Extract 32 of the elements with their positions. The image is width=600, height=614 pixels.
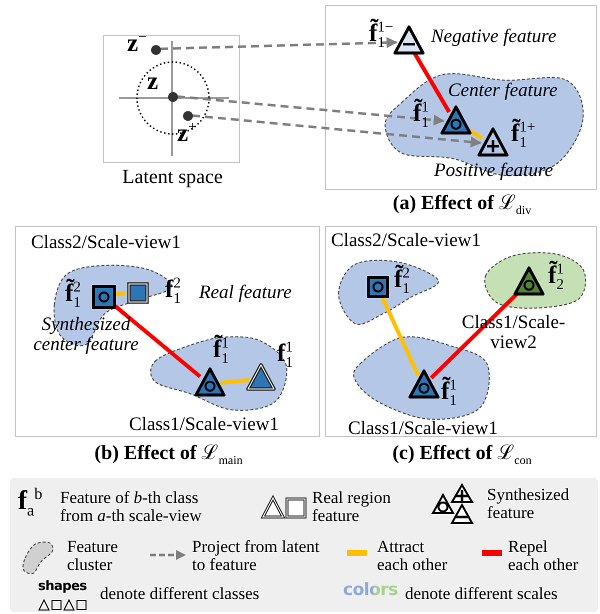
legend-text: Synthesized feature [487,486,570,522]
feature-label: Real feature [199,283,292,303]
cluster-label: Class2/Scale-view1 [31,233,181,253]
connector-line [380,296,420,376]
panel-caption: (c) Effect of ℒ$_{con}$ [391,443,533,464]
legend-text: Attract each other [377,538,448,574]
connector-line [114,304,202,378]
projection-arrow [176,95,445,126]
feature-label: Positive feature [434,161,554,181]
panel-caption: (a) Effect of ℒ$_{div}$ [392,193,532,214]
legend-text: Feature of b-th class from a-th scale-view [60,489,203,525]
projection-arrow [192,114,482,148]
panel-caption: Latent space [121,167,224,188]
legend-text: denote different classes [100,585,260,603]
connector-line [220,378,250,385]
cluster-label: Class1/Scale-view1 [129,415,279,435]
legend-text: Real region feature [312,489,392,525]
latent-label: z [147,69,158,96]
projection-arrow [160,37,398,50]
shapes-word: shapes [38,580,87,594]
cluster-label: Class1/Scale-view1 [348,419,498,439]
legend-text: Project from latent to feature [192,538,320,574]
panel-caption: (b) Effect of ℒ$_{main}$ [93,443,244,464]
latent-label: z$^{−}$ [127,31,147,58]
feature-label: Negative feature [431,27,556,47]
legend-text: Feature cluster [67,538,119,574]
legend-text: denote different scales [405,585,559,603]
feature-label: Center feature [448,81,558,101]
legend-text: Repel each other [508,538,580,574]
cluster-label: Class2/Scale-view1 [331,231,481,251]
connector-line [114,291,126,297]
feature-label: Synthesized center feature [32,315,140,355]
